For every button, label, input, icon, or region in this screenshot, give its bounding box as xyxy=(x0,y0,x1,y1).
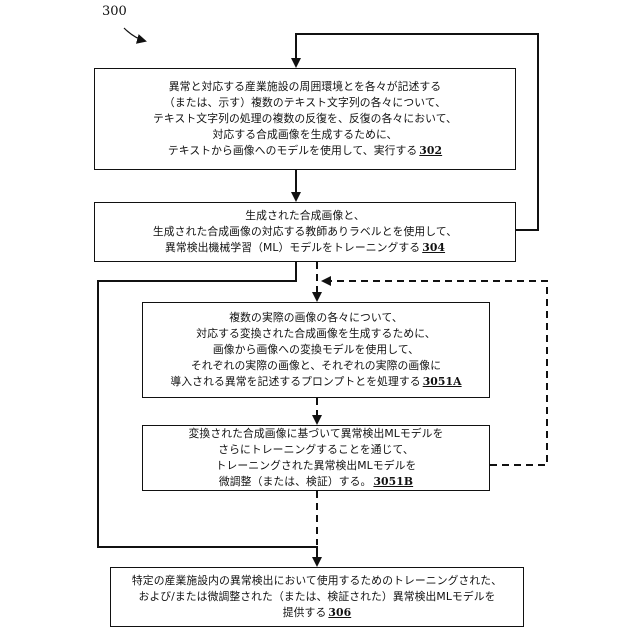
step-306-text: 特定の産業施設内の異常検出において使用するためのトレーニングされた、 および/ま… xyxy=(132,573,502,621)
step-304-box: 生成された合成画像と、 生成された合成画像の対応する教師ありラベルとを使用して、… xyxy=(94,202,516,262)
figure-label-leader xyxy=(124,28,145,41)
step-3051A-line: 画像から画像への変換モデルを使用して、 xyxy=(170,342,461,358)
step-3051B-ref: 3051B xyxy=(373,475,413,488)
step-302-text: 異常と対応する産業施設の周囲環境とを各々が記述する （または、示す）複数のテキス… xyxy=(153,79,457,159)
step-306-ref: 306 xyxy=(328,606,351,619)
step-306-line: 提供する xyxy=(283,606,327,619)
step-302-ref: 302 xyxy=(419,144,442,157)
figure-label: 300 xyxy=(102,4,127,19)
step-3051B-text: 変換された合成画像に基づいて異常検出MLモデルを さらにトレーニングすることを通… xyxy=(189,426,444,490)
step-304-text: 生成された合成画像と、 生成された合成画像の対応する教師ありラベルとを使用して、… xyxy=(153,208,457,256)
step-3051A-ref: 3051A xyxy=(423,375,462,388)
step-304-line: 生成された合成画像と、 xyxy=(153,208,457,224)
step-302-box: 異常と対応する産業施設の周囲環境とを各々が記述する （または、示す）複数のテキス… xyxy=(94,68,516,170)
step-3051A-box: 複数の実際の画像の各々について、 対応する変換された合成画像を生成するために、 … xyxy=(142,302,490,398)
step-302-line: テキストから画像へのモデルを使用して、実行する xyxy=(168,144,417,157)
step-3051B-line: トレーニングされた異常検出MLモデルを xyxy=(189,458,444,474)
step-304-ref: 304 xyxy=(422,241,445,254)
step-302-line: 対応する合成画像を生成するために、 xyxy=(153,127,457,143)
step-3051A-line: それぞれの実際の画像と、それぞれの実際の画像に xyxy=(170,358,461,374)
step-3051A-line: 導入される異常を記述するプロンプトとを処理する xyxy=(170,375,420,388)
step-302-line: テキスト文字列の処理の複数の反復を、反復の各々において、 xyxy=(153,111,457,127)
step-3051A-line: 複数の実際の画像の各々について、 xyxy=(170,310,461,326)
step-306-line: 特定の産業施設内の異常検出において使用するためのトレーニングされた、 xyxy=(132,573,502,589)
step-3051A-text: 複数の実際の画像の各々について、 対応する変換された合成画像を生成するために、 … xyxy=(170,310,461,390)
step-3051A-line: 対応する変換された合成画像を生成するために、 xyxy=(170,326,461,342)
step-304-line: 生成された合成画像の対応する教師ありラベルとを使用して、 xyxy=(153,224,457,240)
step-3051B-line: 微調整（または、検証）する。 xyxy=(219,475,372,488)
step-306-box: 特定の産業施設内の異常検出において使用するためのトレーニングされた、 および/ま… xyxy=(110,567,524,627)
step-306-line: および/または微調整された（または、検証された）異常検出MLモデルを xyxy=(132,589,502,605)
step-3051B-box: 変換された合成画像に基づいて異常検出MLモデルを さらにトレーニングすることを通… xyxy=(142,425,490,491)
step-304-line: 異常検出機械学習（ML）モデルをトレーニングする xyxy=(165,241,420,254)
step-302-line: 異常と対応する産業施設の周囲環境とを各々が記述する xyxy=(153,79,457,95)
step-302-line: （または、示す）複数のテキスト文字列の各々について、 xyxy=(153,95,457,111)
step-3051B-line: さらにトレーニングすることを通じて、 xyxy=(189,442,444,458)
step-3051B-line: 変換された合成画像に基づいて異常検出MLモデルを xyxy=(189,426,444,442)
